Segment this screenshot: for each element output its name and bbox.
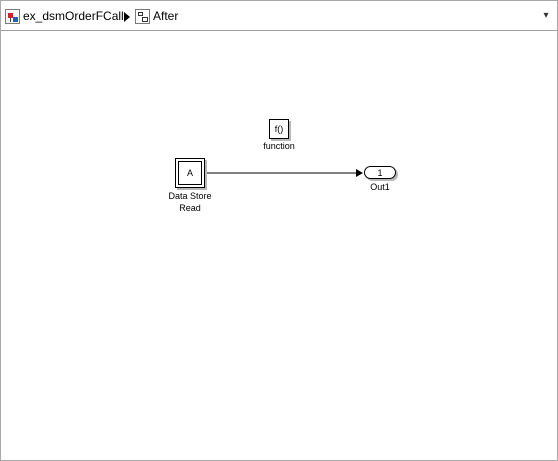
function-call-label[interactable]: function (263, 141, 295, 151)
function-call-block[interactable]: f() (269, 119, 289, 139)
outport-block[interactable]: 1 (364, 166, 396, 179)
data-store-read-label-line1: Data Store (168, 191, 212, 201)
outport-number: 1 (377, 167, 383, 178)
data-store-read-label[interactable]: Data Store Read (160, 190, 220, 214)
signal-line-layer (206, 169, 363, 177)
breadcrumb-model[interactable]: ex_dsmOrderFCall (5, 8, 124, 24)
breadcrumb-separator-icon (124, 12, 130, 22)
data-store-read-icon-text: A (186, 168, 193, 178)
subsystem-icon (135, 8, 150, 24)
data-store-read-label-line2: Read (179, 203, 201, 213)
model-icon (5, 8, 20, 24)
breadcrumb-dropdown-icon[interactable]: ▾ (543, 10, 549, 21)
data-store-read-block[interactable]: A (175, 158, 205, 188)
function-call-icon-text: f() (274, 124, 284, 134)
outport-label[interactable]: Out1 (370, 182, 390, 192)
signal-arrow-icon (356, 169, 363, 177)
diagram-canvas[interactable]: f() function A Data Store Read 1 Out1 (2, 32, 557, 460)
breadcrumb-subsystem-label: After (153, 9, 179, 23)
breadcrumb-subsystem[interactable]: After (135, 8, 178, 24)
breadcrumb: ex_dsmOrderFCall After ▾ (1, 1, 557, 31)
breadcrumb-model-label: ex_dsmOrderFCall (23, 9, 124, 23)
